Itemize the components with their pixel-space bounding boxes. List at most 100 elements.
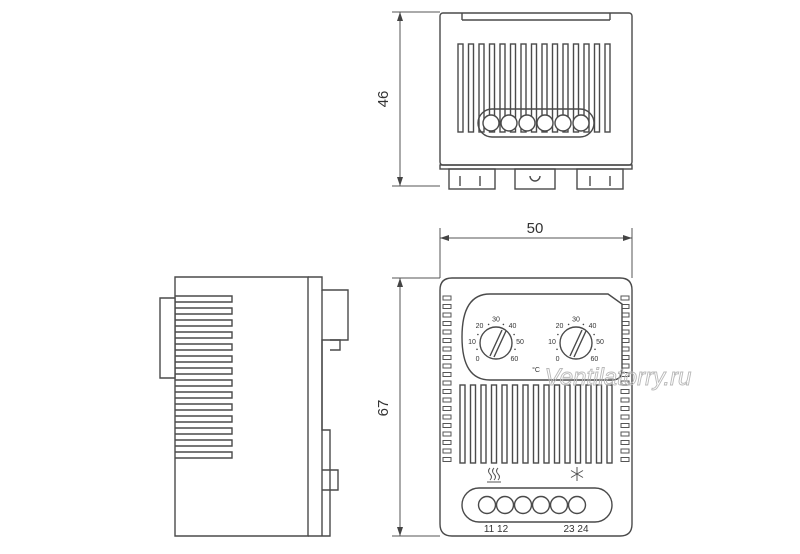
vent-tick-right bbox=[620, 423, 630, 428]
dim-label-46: 46 bbox=[375, 91, 392, 108]
vent-slot bbox=[501, 384, 508, 464]
snowflake-icon bbox=[570, 467, 584, 481]
vent-fin bbox=[175, 355, 233, 363]
vent-fin bbox=[175, 415, 233, 423]
vent-fin bbox=[175, 343, 233, 351]
terminal-circle bbox=[567, 495, 587, 515]
vent-tick-right bbox=[620, 448, 630, 454]
vent-tick-right bbox=[620, 295, 630, 301]
dial-tick bbox=[594, 348, 596, 351]
unit-label: °C bbox=[532, 366, 540, 374]
dial-tick bbox=[582, 323, 585, 326]
vent-fin bbox=[175, 319, 233, 327]
top-terminal-circles bbox=[482, 114, 590, 132]
arrow-down-icon bbox=[397, 177, 403, 186]
vent-tick-left bbox=[442, 312, 452, 318]
vent-tick-right bbox=[620, 414, 630, 420]
terminal-circle bbox=[482, 114, 500, 132]
vent-slot bbox=[522, 384, 529, 464]
watermark: Ventilatorry.ru bbox=[545, 364, 692, 391]
vent-slot bbox=[551, 43, 559, 133]
dim-label-67: 67 bbox=[375, 400, 392, 417]
dial-scale-label: 50 bbox=[516, 339, 524, 346]
vent-tick-left bbox=[442, 380, 452, 386]
terminal-labels-right: 23 24 bbox=[563, 524, 588, 535]
dial-tick bbox=[593, 333, 595, 336]
vent-slot bbox=[541, 43, 548, 133]
heat-symbol-icon bbox=[487, 467, 501, 483]
vent-fin bbox=[175, 451, 233, 459]
vent-fin bbox=[175, 295, 233, 303]
vent-fin bbox=[175, 427, 233, 435]
vent-fin bbox=[175, 367, 233, 375]
clip-tab-lower bbox=[322, 469, 339, 491]
clip-right bbox=[576, 168, 624, 190]
dial-scale-label: 10 bbox=[548, 339, 556, 346]
dial-tick bbox=[514, 348, 516, 351]
side-view bbox=[159, 276, 349, 537]
terminal-circle bbox=[513, 495, 533, 515]
side-vent-fins bbox=[175, 295, 233, 459]
terminal-bar-top bbox=[477, 108, 595, 138]
vent-tick-right bbox=[620, 380, 630, 386]
vent-tick-left bbox=[442, 295, 452, 301]
terminal-circle bbox=[572, 114, 590, 132]
vent-slot bbox=[511, 384, 519, 464]
vent-slot bbox=[469, 384, 477, 464]
vent-slot bbox=[490, 384, 498, 464]
arrow-right-icon bbox=[623, 235, 632, 241]
vent-slot bbox=[480, 384, 487, 464]
side-body bbox=[174, 276, 309, 537]
vent-tick-left bbox=[442, 389, 452, 394]
dial-tick bbox=[556, 348, 558, 351]
top-vent-slots bbox=[457, 43, 611, 133]
vent-fin bbox=[175, 379, 233, 387]
vent-slot bbox=[509, 43, 517, 133]
vent-slot bbox=[583, 43, 590, 133]
arrow-up-icon bbox=[397, 12, 403, 21]
vent-tick-left bbox=[442, 406, 452, 411]
vent-slot bbox=[488, 43, 496, 133]
vent-fin bbox=[175, 391, 233, 399]
clip-tab-upper bbox=[330, 339, 341, 351]
terminal-labels-left: 11 12 bbox=[484, 524, 509, 535]
dial-scale-label: 10 bbox=[468, 339, 476, 346]
vent-tick-left bbox=[442, 304, 452, 309]
vent-slot bbox=[543, 384, 550, 464]
vent-tick-left bbox=[442, 363, 452, 369]
vent-slot bbox=[499, 43, 506, 133]
terminal-circle bbox=[536, 114, 554, 132]
front-side-vents bbox=[442, 295, 630, 462]
vent-slot bbox=[459, 384, 466, 464]
vent-tick-left bbox=[442, 329, 452, 335]
vent-slot bbox=[564, 384, 571, 464]
terminal-circle bbox=[477, 495, 497, 515]
vent-slot bbox=[606, 384, 613, 464]
vent-tick-left bbox=[442, 338, 452, 343]
vent-tick-right bbox=[620, 457, 630, 462]
dial-scale-label: 20 bbox=[556, 323, 564, 330]
arrow-down-icon bbox=[397, 527, 403, 536]
side-front-cover bbox=[159, 297, 176, 379]
terminal-circle bbox=[500, 114, 518, 132]
dial-tick bbox=[487, 323, 490, 326]
vent-tick-left bbox=[442, 457, 452, 462]
vent-slot bbox=[595, 384, 603, 464]
vent-tick-right bbox=[620, 389, 630, 394]
terminal-circle bbox=[531, 495, 551, 515]
dial-tick bbox=[476, 348, 478, 351]
vent-fin bbox=[175, 403, 233, 411]
vent-fin bbox=[175, 307, 233, 315]
vent-tick-right bbox=[620, 397, 630, 403]
dial-tick bbox=[502, 323, 505, 326]
vent-tick-right bbox=[620, 406, 630, 411]
vent-slot bbox=[572, 43, 580, 133]
terminal-circle bbox=[554, 114, 572, 132]
vent-tick-left bbox=[442, 448, 452, 454]
vent-slot bbox=[520, 43, 527, 133]
vent-slot bbox=[593, 43, 601, 133]
vent-tick-left bbox=[442, 414, 452, 420]
